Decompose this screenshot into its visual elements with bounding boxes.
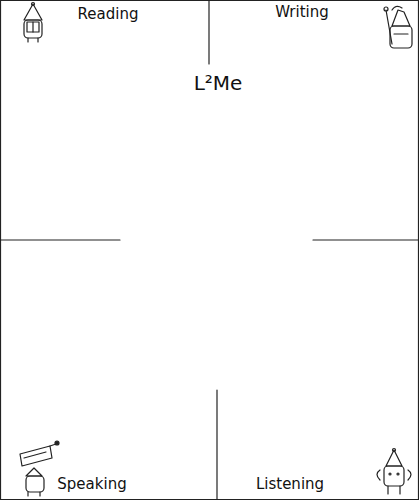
worksheet-title: L²Me: [194, 72, 243, 94]
writer-figure: [384, 6, 412, 48]
label-slot: L²Me: [194, 72, 243, 94]
speaker-figure: [20, 441, 59, 496]
reader-figure: [24, 3, 42, 43]
listener-figure: [377, 449, 411, 495]
quadrant-label: Listening: [256, 476, 324, 493]
quadrant-label: Speaking: [57, 476, 126, 493]
quadrant-label: Writing: [275, 4, 329, 21]
divider-line: [216, 390, 217, 499]
label-slot: Reading: [78, 6, 139, 23]
divider-line: [208, 1, 209, 64]
quadrant-label: Reading: [78, 6, 139, 23]
divider-line: [313, 239, 418, 240]
label-slot: Speaking: [57, 476, 126, 493]
label-slot: Listening: [256, 476, 324, 493]
label-slot: Writing: [275, 4, 329, 21]
divider-line: [1, 239, 120, 240]
